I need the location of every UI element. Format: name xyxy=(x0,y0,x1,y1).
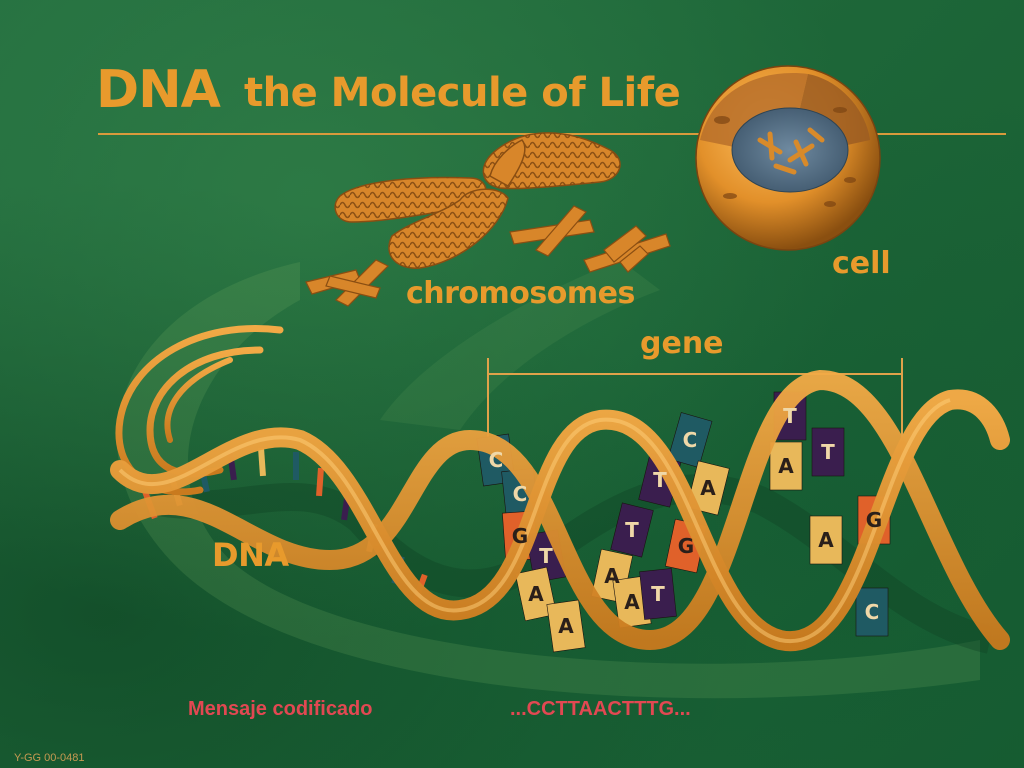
base-letter: T xyxy=(821,440,835,464)
base-letter: A xyxy=(818,528,834,552)
small-chromosome-2 xyxy=(509,205,595,257)
label-dna: DNA xyxy=(212,536,289,574)
base-letter: C xyxy=(513,482,528,506)
label-chromosomes: chromosomes xyxy=(406,276,635,311)
base-letter: C xyxy=(489,448,504,472)
base-pair-rung-far xyxy=(316,467,324,497)
base-pair-rung xyxy=(769,441,803,491)
base-letter: A xyxy=(624,590,640,614)
base-letter: A xyxy=(558,614,574,638)
label-gene: gene xyxy=(640,326,724,361)
base-pair-rung xyxy=(546,599,586,653)
base-pair-rung xyxy=(686,460,730,516)
base-letter: G xyxy=(866,508,882,532)
base-letter: T xyxy=(653,468,667,492)
base-pair-rung xyxy=(610,502,654,558)
figure-code: Y-GG 00-0481 xyxy=(14,752,85,764)
base-letter: A xyxy=(528,582,544,606)
base-letter: A xyxy=(604,564,620,588)
base-pair-rungs xyxy=(142,391,891,653)
base-letter: G xyxy=(512,524,528,548)
base-pair-rung xyxy=(809,515,843,565)
base-letter: T xyxy=(625,518,639,542)
base-pair-rung xyxy=(811,427,845,477)
small-chromosome-1 xyxy=(305,259,390,307)
base-pair-rung xyxy=(515,566,557,622)
zoom-halo xyxy=(117,262,981,699)
dna-ribbon-highlight xyxy=(118,398,951,644)
base-pair-rung xyxy=(855,587,889,637)
base-letter: A xyxy=(700,476,716,500)
base-pair-rung-far xyxy=(293,452,299,480)
base-letter: G xyxy=(678,534,694,558)
cell-illustration xyxy=(695,65,881,251)
coded-message-label: Mensaje codificado xyxy=(188,698,373,720)
dna-ribbon-back xyxy=(110,369,1010,651)
small-chromosome-3 xyxy=(583,225,671,273)
base-letter: C xyxy=(865,600,880,624)
zoom-halo-inner xyxy=(380,260,660,430)
title-dna: DNA xyxy=(96,60,221,120)
base-letter: T xyxy=(539,544,553,568)
label-cell: cell xyxy=(832,246,891,281)
base-pair-rung xyxy=(667,412,713,468)
base-letter: C xyxy=(683,428,698,452)
base-pair-rung xyxy=(639,568,677,620)
title-rest: the Molecule of Life xyxy=(244,70,681,116)
base-letter: A xyxy=(778,454,794,478)
base-letter: T xyxy=(783,404,797,428)
large-chromosome xyxy=(334,132,621,269)
base-letter: T xyxy=(651,582,665,606)
base-pair-rung-far xyxy=(258,447,266,477)
coded-message-sequence: ...CCTTAACTTTG... xyxy=(510,698,691,720)
